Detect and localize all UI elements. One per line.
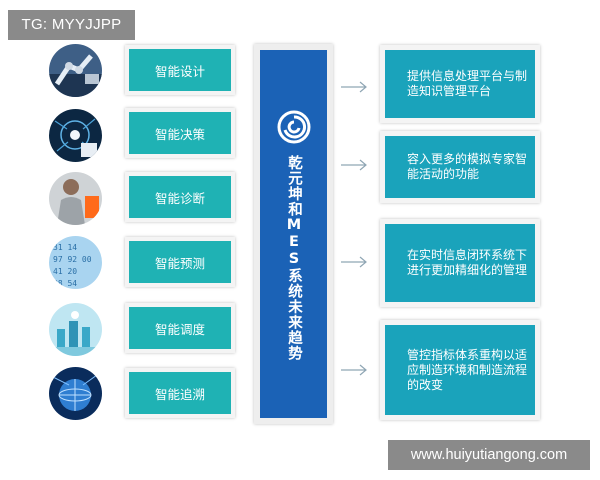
robotic-arm-photo bbox=[49, 44, 102, 97]
capability-smart-decision: 智能决策 bbox=[125, 108, 235, 158]
tg-label: TG: MYYJJPP bbox=[8, 10, 135, 40]
center-title: 乾元坤和MES系统未来趋势 bbox=[286, 155, 302, 361]
capability-label: 智能追溯 bbox=[129, 372, 231, 414]
trend-box-indicators: 管控指标体系重构以适应制造环境和制造流程的改变 bbox=[380, 320, 540, 420]
center-column: 乾元坤和MES系统未来趋势 bbox=[254, 44, 333, 424]
capability-smart-diagnosis: 智能诊断 bbox=[125, 172, 235, 222]
trend-text: 容入更多的模拟专家智能活动的功能 bbox=[385, 136, 535, 198]
arrow-right-icon bbox=[341, 81, 367, 93]
website-watermark: www.huiyutiangong.com bbox=[388, 440, 590, 470]
globe-network-photo bbox=[49, 367, 102, 420]
trend-text: 管控指标体系重构以适应制造环境和制造流程的改变 bbox=[385, 325, 535, 415]
capability-label: 智能设计 bbox=[129, 49, 231, 91]
capability-smart-design: 智能设计 bbox=[125, 45, 235, 95]
capability-label: 智能决策 bbox=[129, 112, 231, 154]
trend-text: 提供信息处理平台与制造知识管理平台 bbox=[385, 50, 535, 118]
capability-label: 智能诊断 bbox=[129, 176, 231, 218]
ai-decision-photo bbox=[49, 109, 102, 162]
trend-box-expert: 容入更多的模拟专家智能活动的功能 bbox=[380, 131, 540, 203]
svg-text:97 92 00: 97 92 00 bbox=[53, 255, 92, 264]
arrow-right-icon bbox=[341, 364, 367, 376]
data-numbers-photo: 31 14 97 92 00 41 20 88 54 bbox=[49, 236, 102, 289]
capability-label: 智能调度 bbox=[129, 307, 231, 349]
svg-text:41 20: 41 20 bbox=[53, 267, 77, 276]
operator-photo bbox=[49, 172, 102, 225]
capability-smart-scheduling: 智能调度 bbox=[125, 303, 235, 353]
swirl-logo-icon bbox=[277, 110, 311, 144]
capability-label: 智能预测 bbox=[129, 241, 231, 283]
svg-text:88 54: 88 54 bbox=[53, 279, 77, 288]
arrow-right-icon bbox=[341, 256, 367, 268]
trend-box-platform: 提供信息处理平台与制造知识管理平台 bbox=[380, 45, 540, 123]
svg-text:31 14: 31 14 bbox=[53, 243, 77, 252]
trend-text: 在实时信息闭环系统下进行更加精细化的管理 bbox=[385, 224, 535, 302]
capability-smart-traceability: 智能追溯 bbox=[125, 368, 235, 418]
smart-city-photo bbox=[49, 303, 102, 356]
capability-smart-prediction: 智能预测 bbox=[125, 237, 235, 287]
arrow-right-icon bbox=[341, 159, 367, 171]
trend-box-closed-loop: 在实时信息闭环系统下进行更加精细化的管理 bbox=[380, 219, 540, 307]
